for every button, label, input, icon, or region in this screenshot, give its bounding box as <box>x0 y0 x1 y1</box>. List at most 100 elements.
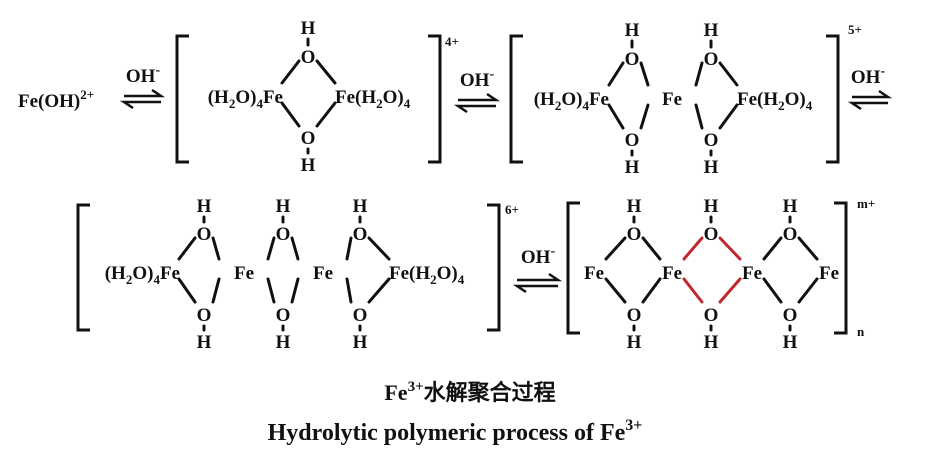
hydrogen-atom: H <box>627 332 642 353</box>
iron-terminal: Fe <box>584 263 604 284</box>
bridge-bond <box>266 236 276 261</box>
oh-reagent-label: OH- <box>460 67 495 91</box>
hydrogen-atom: H <box>353 196 368 217</box>
fe-oh-2plus-species: Fe(OH)2+ <box>18 87 94 112</box>
oxygen-atom: O <box>704 49 719 70</box>
bridge-bond <box>290 236 300 261</box>
bridge-bond <box>682 236 704 261</box>
charge-6plus: 6+ <box>505 202 519 217</box>
bridge-bond <box>177 236 197 261</box>
forward-arrow <box>517 272 563 282</box>
bridge-bond <box>694 103 704 130</box>
bond-lines <box>177 37 819 332</box>
hydrogen-atom: H <box>197 196 212 217</box>
bridge-bond <box>211 277 221 304</box>
oxygen-atom: O <box>704 130 719 151</box>
caption-chinese: Fe3+水解聚合过程 <box>384 379 555 405</box>
caption-english: Hydrolytic polymeric process of Fe3+ <box>268 417 643 446</box>
oxygen-atom: O <box>625 49 640 70</box>
oxygen-atom: O <box>627 305 642 326</box>
oh-reagent-label: OH- <box>126 63 161 87</box>
iron-center: Fe <box>313 263 333 284</box>
bridge-bond <box>797 277 819 304</box>
hydrogen-atom: H <box>625 20 640 41</box>
bridge-bond <box>604 236 627 261</box>
bridge-bond <box>607 61 625 87</box>
polymer-n-subscript: n <box>857 324 865 339</box>
iron-center: Fe <box>234 263 254 284</box>
bridge-bond <box>345 236 353 261</box>
charge-5plus: 5+ <box>848 22 862 37</box>
reverse-arrow <box>119 100 161 110</box>
bridge-bond <box>315 101 337 128</box>
bridge-bond <box>797 236 819 261</box>
fe-h2o4-left: (H2O)4Fe <box>105 263 180 287</box>
bridge-bond <box>266 277 276 304</box>
caption: Fe3+水解聚合过程 Hydrolytic polymeric process o… <box>268 379 643 446</box>
iron-center: Fe <box>662 89 682 110</box>
bridge-bond <box>762 236 783 261</box>
oh-reagent-label: OH- <box>521 244 556 268</box>
bridge-bond <box>682 277 704 304</box>
bridge-bond <box>641 277 662 304</box>
bridge-bond <box>345 277 353 304</box>
bridge-bond <box>641 236 662 261</box>
oh-reagent-label: OH- <box>851 64 886 88</box>
right-bracket <box>834 201 848 335</box>
bridge-bond <box>211 236 221 261</box>
fe-h2o4-left: (H2O)4Fe <box>534 89 609 113</box>
bridge-bond <box>718 103 739 130</box>
bridge-bond <box>607 103 625 130</box>
bridge-bond <box>280 101 301 128</box>
oxygen-atom: O <box>704 305 719 326</box>
oxygen-atom: O <box>301 128 316 149</box>
hydrogen-atom: H <box>197 332 212 353</box>
iron-center: Fe <box>742 263 762 284</box>
bridge-bond <box>639 61 650 87</box>
reverse-arrow <box>512 284 558 294</box>
hydrogen-atom: H <box>353 332 368 353</box>
oxygen-atom: O <box>353 224 368 245</box>
hydrogen-atom: H <box>783 332 798 353</box>
oxygen-atom: O <box>783 305 798 326</box>
equilibrium-arrows <box>119 88 893 294</box>
left-bracket <box>509 34 523 164</box>
oxygen-atom: O <box>301 47 316 68</box>
left-bracket <box>566 201 580 335</box>
brackets <box>76 34 848 335</box>
iron-center: Fe <box>662 263 682 284</box>
oxygen-atom: O <box>704 224 719 245</box>
bridge-bond <box>762 277 783 304</box>
hydrogen-atom: H <box>704 157 719 178</box>
right-bracket <box>487 203 501 332</box>
charge-4plus: 4+ <box>445 34 459 49</box>
oxygen-atom: O <box>625 130 640 151</box>
hydrogen-atom: H <box>783 196 798 217</box>
bridge-bond <box>367 236 391 261</box>
bridge-bond <box>694 61 704 87</box>
right-bracket <box>826 34 840 164</box>
oxygen-atom: O <box>276 305 291 326</box>
hydrogen-atom: H <box>625 157 640 178</box>
bridge-bond <box>718 236 742 261</box>
bridge-bond <box>604 277 627 304</box>
fe-h2o4-left: (H2O)4Fe <box>208 87 283 111</box>
oxygen-atom: O <box>627 224 642 245</box>
fe-h2o4-right: Fe(H2O)4 <box>389 263 465 287</box>
left-bracket <box>175 34 189 164</box>
reverse-arrow <box>453 104 496 114</box>
bridge-bond <box>280 59 301 85</box>
oxygen-atom: O <box>353 305 368 326</box>
bridge-bond <box>718 61 739 87</box>
bridge-bond <box>718 277 742 304</box>
oxygen-atom: O <box>197 224 212 245</box>
fe-h2o4-right: Fe(H2O)4 <box>737 89 813 113</box>
bridge-bond <box>367 277 391 304</box>
hydrogen-atom: H <box>704 20 719 41</box>
iron-terminal: Fe <box>819 263 839 284</box>
forward-arrow <box>124 88 166 98</box>
hydrogen-atom: H <box>704 196 719 217</box>
forward-arrow <box>852 89 893 99</box>
